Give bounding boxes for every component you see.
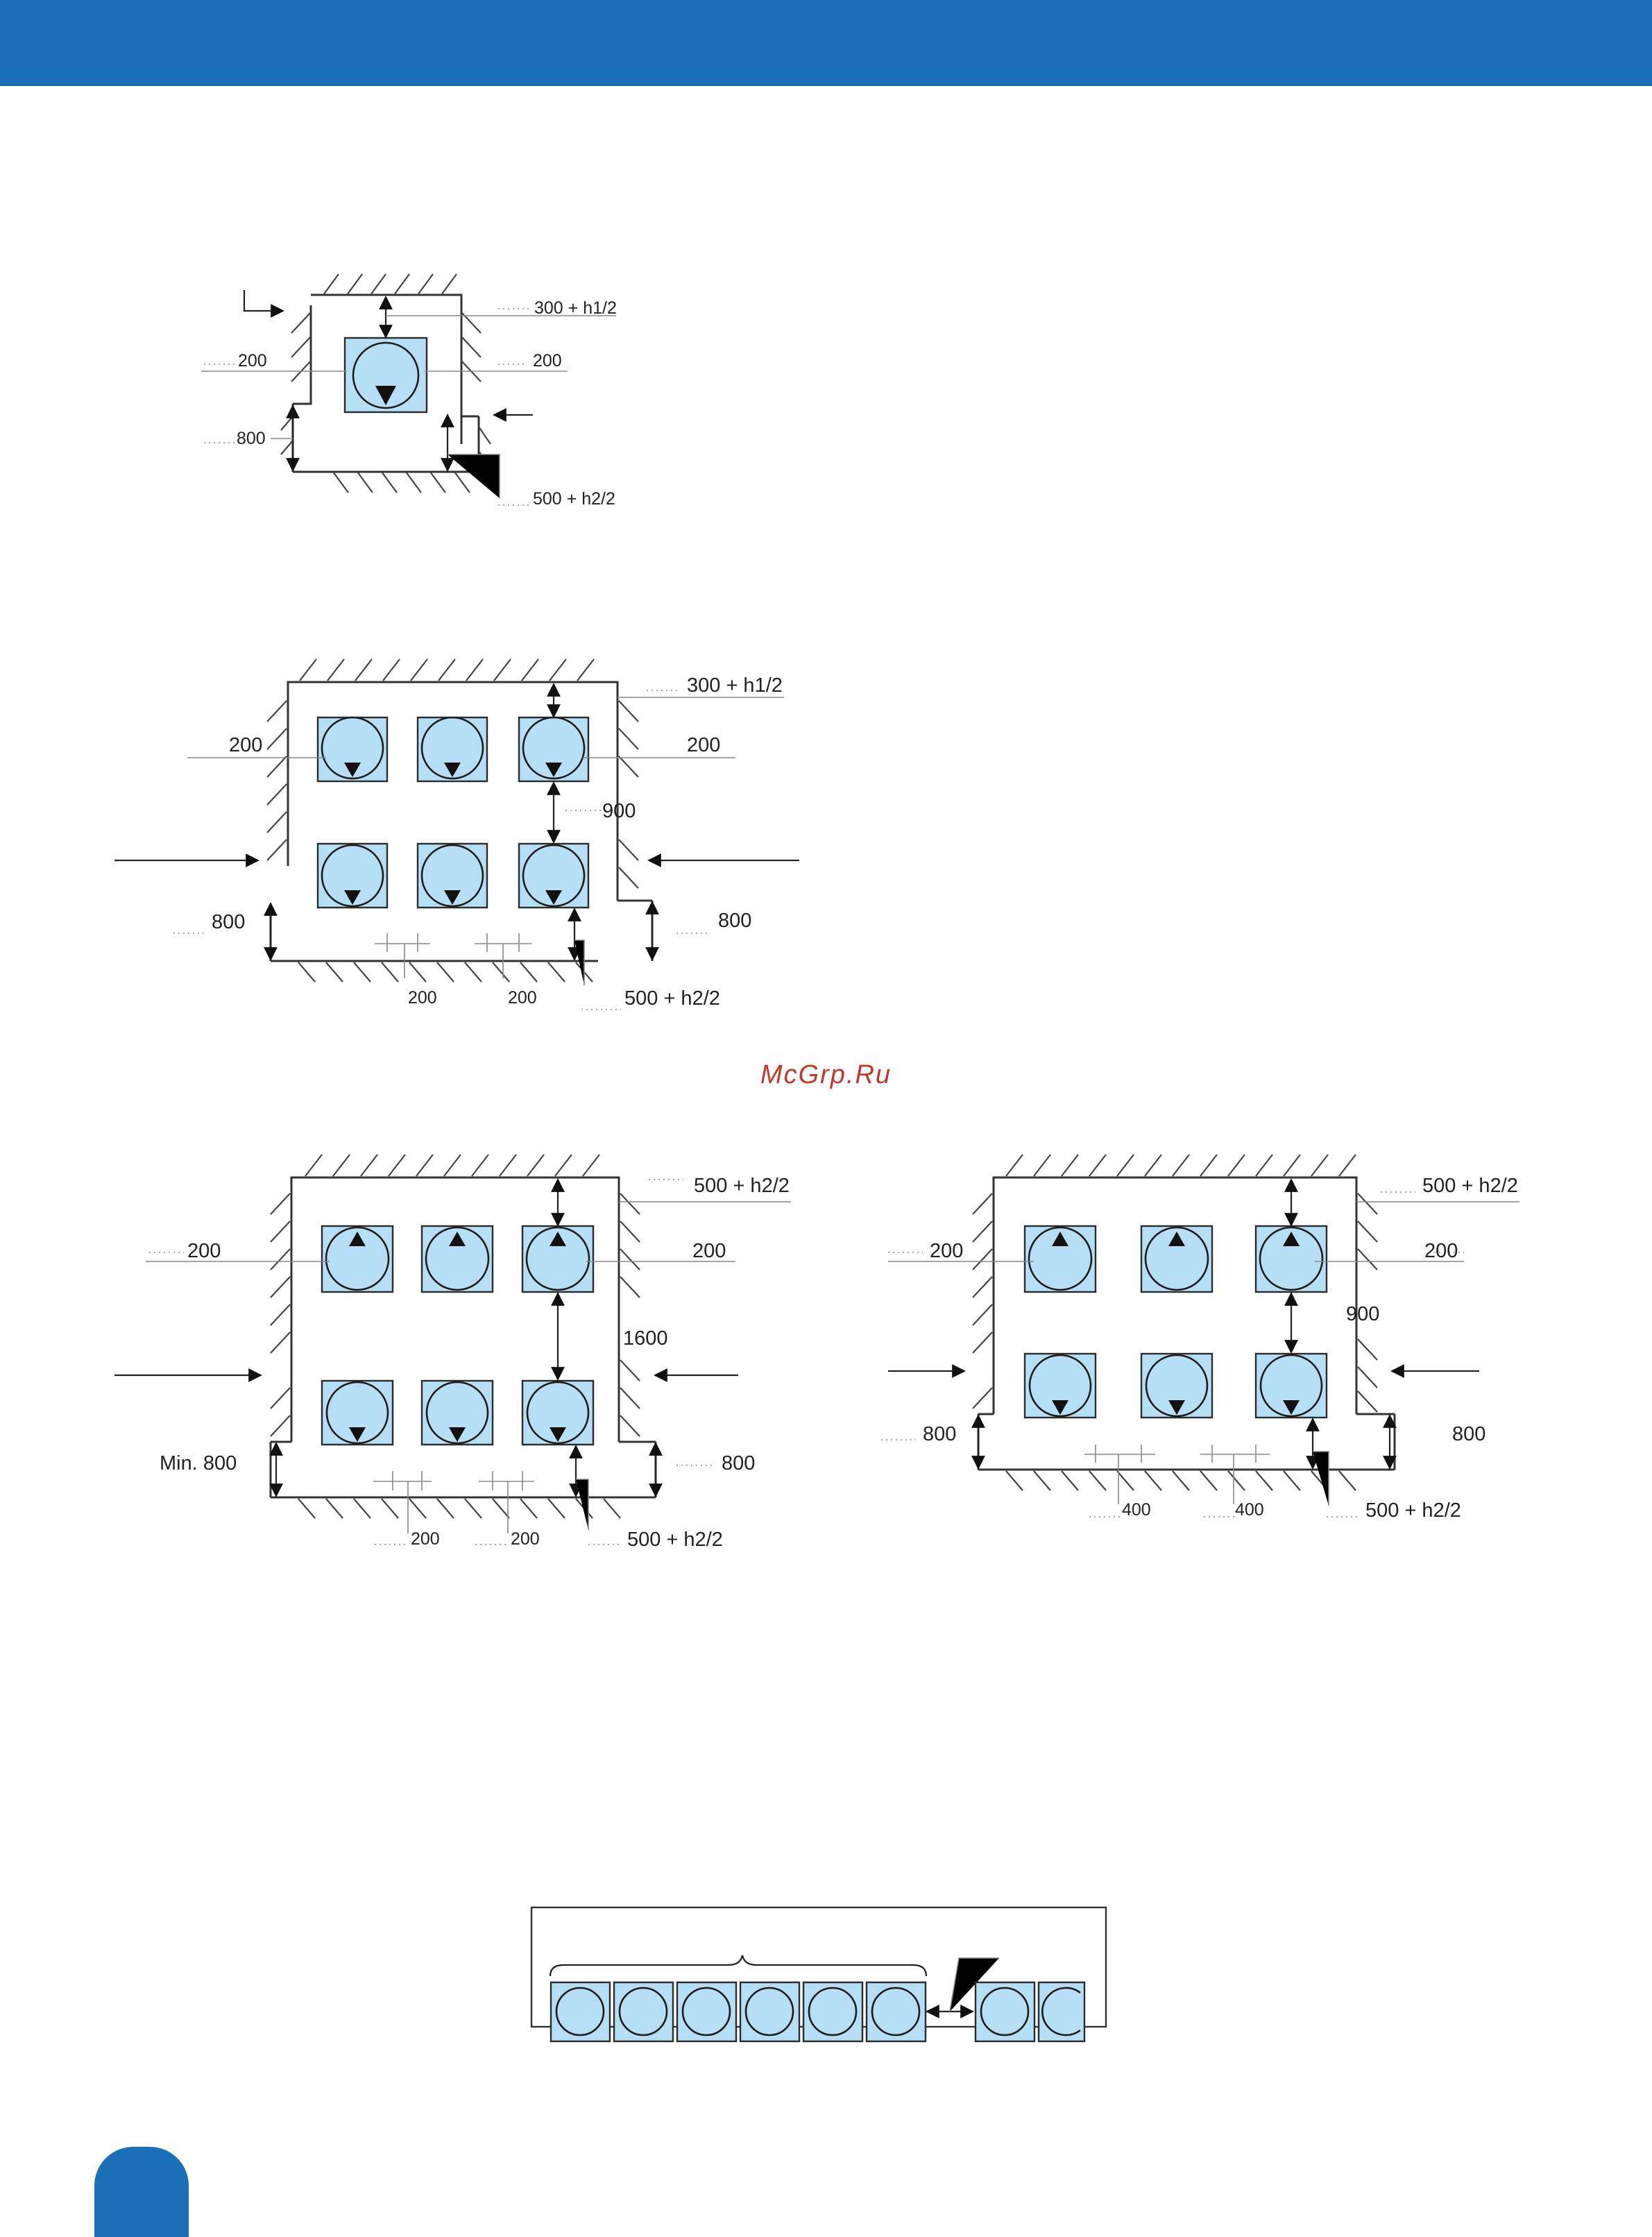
indoor-unit xyxy=(1141,1226,1212,1292)
indoor-unit xyxy=(1141,1354,1212,1418)
indoor-unit xyxy=(422,1226,493,1292)
bottom-right-clearance-label: 800 xyxy=(718,910,751,932)
bottom-clearance-label: 500 + h2/2 xyxy=(627,1529,723,1551)
bottom-clearance-label: 500 + h2/2 xyxy=(624,987,720,1010)
bottom-left-clearance-label: 800 xyxy=(212,911,245,933)
diagram-grid-airflow-down: 300 + h1/2 200 200 900 800 800 200 200 5… xyxy=(114,659,799,1010)
top-clearance-label: 300 + h1/2 xyxy=(534,298,617,318)
room-walls xyxy=(978,1177,1395,1470)
left-clearance-label: 200 xyxy=(229,734,262,756)
right-clearance-label: 200 xyxy=(687,734,720,756)
indoor-unit xyxy=(976,1982,1034,2041)
row-spacing-label: 900 xyxy=(602,800,636,822)
unit-spacing-label: 200 xyxy=(508,988,537,1007)
indoor-unit xyxy=(1025,1226,1096,1292)
indoor-unit xyxy=(614,1982,673,2041)
indoor-unit xyxy=(322,1381,393,1445)
page-number-badge xyxy=(94,2147,189,2237)
top-clearance-label: 300 + h1/2 xyxy=(687,674,783,697)
indoor-unit xyxy=(318,717,387,781)
indoor-unit xyxy=(1256,1226,1327,1292)
left-clearance-label: 200 xyxy=(238,351,267,371)
indoor-unit xyxy=(318,844,387,908)
top-clearance-label: 500 + h2/2 xyxy=(694,1175,790,1197)
row-spacing-label: 900 xyxy=(1346,1303,1379,1325)
unit-group-next xyxy=(976,1982,1084,2041)
unit-row-bottom xyxy=(318,844,588,908)
indoor-unit xyxy=(1039,1982,1084,2041)
indoor-unit xyxy=(1256,1354,1327,1418)
indoor-unit xyxy=(519,717,588,781)
wall-hatching xyxy=(267,659,638,982)
diagram-grid-airflow-up: 500 + h2/2 200 200 1600 Min. 800 800 200… xyxy=(114,1155,791,1551)
wall-hatching xyxy=(973,1155,1377,1490)
diagram-grid-mixed-airflow: 500 + h2/2 200 200 900 800 800 400 400 5… xyxy=(881,1155,1519,1522)
unit-spacing-label: 200 xyxy=(408,988,437,1007)
right-clearance-label: 200 xyxy=(1424,1240,1458,1262)
diagram-units-in-row xyxy=(531,1907,1106,2041)
indoor-unit xyxy=(345,338,427,412)
indoor-unit xyxy=(867,1982,926,2041)
unit-row-bottom xyxy=(1025,1354,1327,1418)
indoor-unit xyxy=(1025,1354,1096,1418)
indoor-unit xyxy=(803,1982,862,2041)
wall-hatching xyxy=(271,1155,640,1518)
right-clearance-label: 200 xyxy=(533,351,562,371)
bottom-left-clearance-label: 800 xyxy=(923,1423,956,1445)
unit-spacing-label: 200 xyxy=(411,1529,440,1549)
indoor-unit xyxy=(551,1982,610,2041)
watermark: McGrp.Ru xyxy=(0,1060,1652,1090)
diagram-single-unit: 300 + h1/2 200 200 800 500 + h2/2 xyxy=(201,274,617,509)
indoor-unit xyxy=(519,844,588,908)
bottom-right-clearance-label: 800 xyxy=(1452,1423,1485,1445)
row-spacing-label: 1600 xyxy=(623,1327,668,1350)
bottom-clearance-label: 500 + h2/2 xyxy=(533,489,615,509)
bottom-left-clearance-label: Min. 800 xyxy=(160,1452,237,1474)
bottom-side-clearance-label: 800 xyxy=(237,429,266,448)
indoor-unit xyxy=(522,1226,593,1292)
indoor-unit xyxy=(422,1381,493,1445)
indoor-unit xyxy=(740,1982,799,2041)
indoor-unit xyxy=(522,1381,593,1445)
indoor-unit xyxy=(418,844,487,908)
unit-row-top xyxy=(322,1226,593,1292)
top-clearance-label: 500 + h2/2 xyxy=(1422,1175,1518,1197)
left-clearance-label: 200 xyxy=(930,1240,963,1262)
bottom-right-clearance-label: 800 xyxy=(722,1452,755,1474)
right-clearance-label: 200 xyxy=(692,1240,726,1262)
unit-row-bottom xyxy=(322,1381,593,1445)
unit-spacing-label: 400 xyxy=(1122,1500,1151,1520)
unit-row-top xyxy=(318,717,588,781)
unit-spacing-label: 400 xyxy=(1235,1500,1264,1520)
unit-spacing-label: 200 xyxy=(511,1529,540,1549)
left-clearance-label: 200 xyxy=(187,1240,221,1262)
unit-row-top xyxy=(1025,1226,1327,1292)
indoor-unit xyxy=(322,1226,393,1292)
indoor-unit xyxy=(677,1982,736,2041)
indoor-unit xyxy=(418,717,487,781)
bottom-clearance-label: 500 + h2/2 xyxy=(1365,1499,1461,1522)
